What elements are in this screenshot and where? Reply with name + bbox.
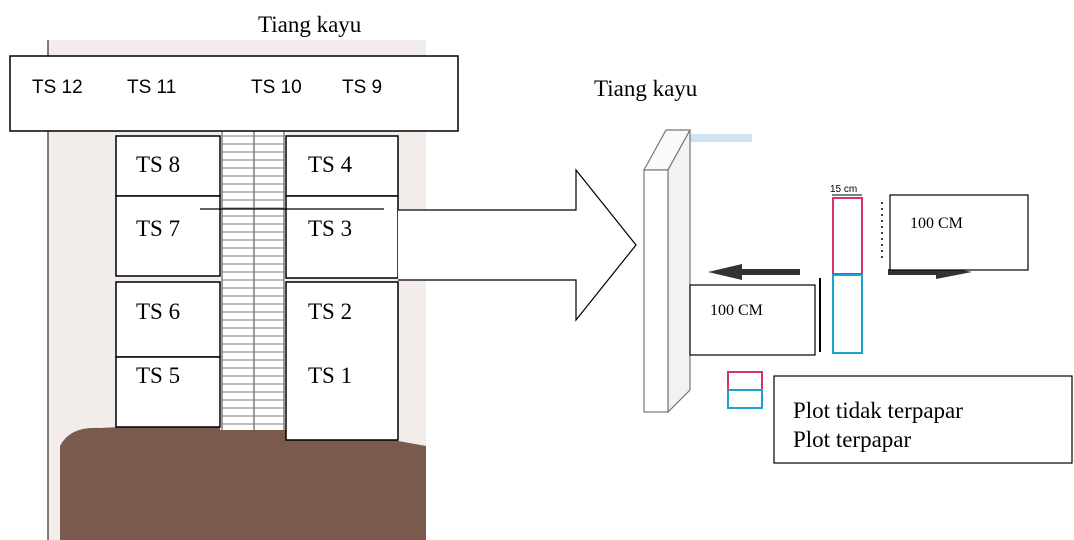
plot-width-label: 15 cm — [830, 184, 857, 195]
legend-label-unexposed: Plot tidak terpapar — [793, 398, 963, 423]
top-box-label-ts9: TS 9 — [342, 77, 382, 98]
trap-label-ts3: TS 3 — [308, 216, 352, 241]
wooden-post-front — [643, 169, 669, 413]
tree-trunk-figure: TS 12 TS 11 TS 10 TS 9 Tiang kayu TS 8 T… — [9, 12, 459, 540]
plot-unexposed — [832, 197, 863, 275]
legend-box — [773, 375, 1073, 464]
trap-label-ts6: TS 6 — [136, 299, 180, 324]
trap-box-ts8 — [115, 135, 221, 197]
trap-box-ts2 — [285, 281, 399, 441]
trap-box-ts6 — [115, 281, 221, 358]
trap-label-ts5: TS 5 — [136, 363, 180, 388]
top-box-label-ts11: TS 11 — [127, 77, 176, 98]
wooden-post-side — [667, 129, 691, 414]
trap-box-ts3 — [285, 195, 399, 279]
top-box — [9, 55, 459, 132]
legend-swatch-unexposed — [727, 371, 763, 391]
legend-label-exposed: Plot terpapar — [793, 427, 911, 452]
trap-label-ts1: TS 1 — [308, 363, 352, 388]
plot-exposed — [832, 274, 863, 354]
top-box-label-ts10: TS 10 — [251, 77, 302, 98]
cropped-heading-fragment — [672, 134, 752, 142]
distance-right-label: 100 CM — [910, 215, 963, 232]
trap-label-ts8: TS 8 — [136, 152, 180, 177]
trap-label-ts4: TS 4 — [308, 152, 353, 177]
right-post-label: Tiang kayu — [594, 76, 698, 101]
trap-label-ts7: TS 7 — [136, 216, 180, 241]
distance-left-box — [689, 284, 816, 356]
legend-swatch-exposed — [727, 389, 763, 409]
soil-ground — [60, 422, 426, 540]
distance-left-label: 100 CM — [710, 302, 763, 319]
arrow-left-head — [708, 264, 742, 280]
trap-box-ts5 — [115, 356, 221, 428]
plot-detail-figure: Tiang kayu 15 cm 100 CM 100 CM Plot tida… — [594, 76, 1073, 464]
left-post-label: Tiang kayu — [258, 12, 362, 37]
trap-label-ts2: TS 2 — [308, 299, 352, 324]
ladder-rungs — [222, 135, 284, 425]
distance-right-box — [889, 194, 1029, 271]
top-box-label-ts12: TS 12 — [32, 77, 83, 98]
zoom-arrow — [398, 168, 637, 322]
